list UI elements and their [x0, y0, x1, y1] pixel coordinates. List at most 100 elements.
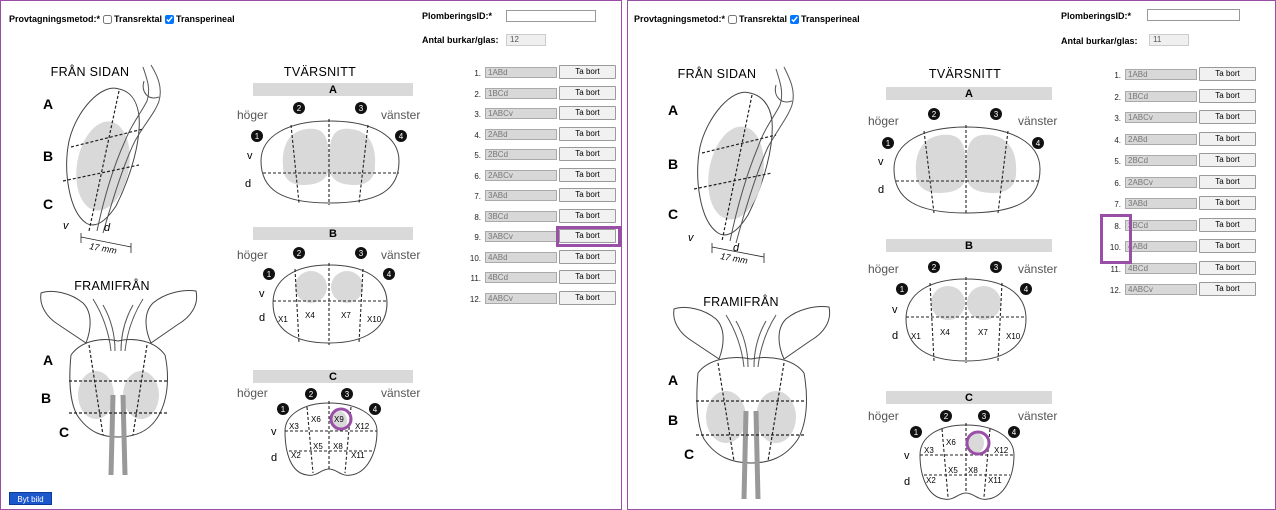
- transrectal-label[interactable]: Transrektal: [114, 14, 163, 24]
- remove-button[interactable]: Ta bort: [1199, 67, 1256, 81]
- front-view-title: FRAMIFRÅN: [74, 279, 150, 293]
- sampling-method-label: Provtagningsmetod:*: [634, 14, 726, 24]
- marker-1-c: 1: [914, 428, 919, 437]
- swap-image-button[interactable]: Byt bild: [9, 492, 52, 505]
- sample-code-field: 3BCd: [485, 210, 557, 222]
- right-panel: Provtagningsmetod:* Transrektal Transper…: [627, 0, 1276, 510]
- cell-x11: X11: [988, 476, 1002, 485]
- transperineal-label[interactable]: Transperineal: [176, 14, 235, 24]
- sample-number: 6.: [1114, 178, 1121, 188]
- sampling-method-row: Provtagningsmetod:* Transrektal Transper…: [634, 14, 860, 24]
- transrectal-checkbox[interactable]: [728, 14, 738, 24]
- cross-dorsal-a: d: [245, 178, 251, 190]
- sample-number: 1.: [1114, 71, 1121, 80]
- marker-1-b: 1: [267, 270, 272, 279]
- cross-left-label-b: vänster: [1018, 262, 1057, 276]
- marker-4-a: 4: [399, 132, 404, 141]
- remove-button[interactable]: Ta bort: [1199, 131, 1256, 146]
- sample-code-field: 2ABd: [1125, 133, 1197, 145]
- transrectal-label[interactable]: Transrektal: [739, 14, 788, 24]
- remove-button[interactable]: Ta bort: [559, 270, 616, 284]
- remove-button[interactable]: Ta bort: [559, 65, 616, 79]
- zone-label-b: B: [43, 148, 53, 164]
- sample-number: 5.: [1114, 157, 1121, 166]
- sample-number: 11.: [470, 274, 481, 283]
- cell-x12: X12: [994, 446, 1009, 455]
- remove-button[interactable]: Ta bort: [559, 147, 616, 161]
- remove-button[interactable]: Ta bort: [1199, 174, 1256, 189]
- marker-2-c: 2: [309, 390, 314, 399]
- jars-count-field[interactable]: 11: [1149, 34, 1189, 46]
- remove-button[interactable]: Ta bort: [559, 208, 616, 223]
- marker-4-b: 4: [387, 270, 392, 279]
- remove-button[interactable]: Ta bort: [1199, 217, 1256, 232]
- sample-code-field: 4ABCv: [1125, 284, 1197, 295]
- sample-number: 10.: [469, 253, 481, 263]
- remove-button[interactable]: Ta bort: [559, 249, 616, 264]
- sample-code-field: 2ABd: [485, 128, 557, 140]
- cross-right-label-b: höger: [868, 262, 899, 276]
- sealing-id-input[interactable]: [1147, 9, 1240, 21]
- sample-code-field: 1ABd: [485, 67, 557, 78]
- cross-right-label-a: höger: [237, 108, 268, 122]
- cross-dorsal-b: d: [259, 312, 265, 324]
- sample-number: 12.: [1109, 286, 1121, 295]
- remove-button[interactable]: Ta bort: [559, 167, 616, 182]
- cell-x3: X3: [924, 446, 934, 455]
- remove-button[interactable]: Ta bort: [1199, 260, 1256, 275]
- remove-button[interactable]: Ta bort: [1199, 110, 1256, 124]
- remove-button[interactable]: Ta bort: [1199, 196, 1256, 210]
- remove-button[interactable]: Ta bort: [1199, 239, 1256, 253]
- remove-button[interactable]: Ta bort: [1199, 282, 1256, 296]
- sealing-id-input[interactable]: [506, 10, 596, 22]
- transrectal-checkbox[interactable]: [103, 14, 113, 24]
- sample-code-field: 1ABCv: [1125, 112, 1197, 123]
- transperineal-checkbox[interactable]: [165, 14, 175, 24]
- remove-button[interactable]: Ta bort: [559, 106, 616, 120]
- front-view-diagram: A B C: [668, 306, 831, 500]
- remove-button[interactable]: Ta bort: [1199, 153, 1256, 167]
- cross-dorsal-c: d: [904, 476, 910, 488]
- cross-dorsal-c: d: [271, 452, 277, 464]
- remove-button[interactable]: Ta bort: [559, 229, 616, 243]
- sealing-id-label: PlomberingsID:*: [1061, 11, 1132, 21]
- sample-number: 8.: [474, 212, 481, 222]
- transperineal-checkbox[interactable]: [790, 14, 800, 24]
- cross-level-a: A: [965, 88, 973, 100]
- side-view-title: FRÅN SIDAN: [677, 67, 757, 81]
- jars-count-label: Antal burkar/glas:: [422, 35, 499, 45]
- cell-x8: X8: [968, 466, 978, 475]
- sample-code-field: 4ABCv: [485, 292, 557, 304]
- jars-count-field[interactable]: 12: [506, 34, 546, 46]
- cross-ventral-a: v: [878, 156, 884, 168]
- remove-button[interactable]: Ta bort: [1199, 88, 1256, 103]
- marker-1-a: 1: [886, 139, 891, 148]
- cell-x10: X10: [367, 315, 382, 324]
- transperineal-label[interactable]: Transperineal: [801, 14, 860, 24]
- remove-button[interactable]: Ta bort: [559, 188, 616, 202]
- highlight-circle: [329, 407, 353, 431]
- sample-number: 1.: [474, 69, 481, 78]
- sample-number: 12.: [469, 294, 481, 304]
- remove-button[interactable]: Ta bort: [559, 290, 616, 305]
- sampling-method-label: Provtagningsmetod:*: [9, 14, 101, 24]
- zone-label-a: A: [43, 96, 53, 112]
- marker-3-a: 3: [359, 104, 364, 113]
- cell-x9: X9: [334, 415, 344, 424]
- remove-button[interactable]: Ta bort: [559, 126, 616, 141]
- ventral-label: v: [688, 232, 695, 244]
- remove-button[interactable]: Ta bort: [559, 85, 616, 100]
- marker-3-c: 3: [982, 412, 987, 421]
- cross-left-label-a: vänster: [1018, 114, 1057, 128]
- cell-x2: X2: [926, 476, 936, 485]
- marker-1-a: 1: [255, 132, 260, 141]
- marker-2-a: 2: [297, 104, 302, 113]
- sample-code-field: 4BCd: [1125, 262, 1197, 274]
